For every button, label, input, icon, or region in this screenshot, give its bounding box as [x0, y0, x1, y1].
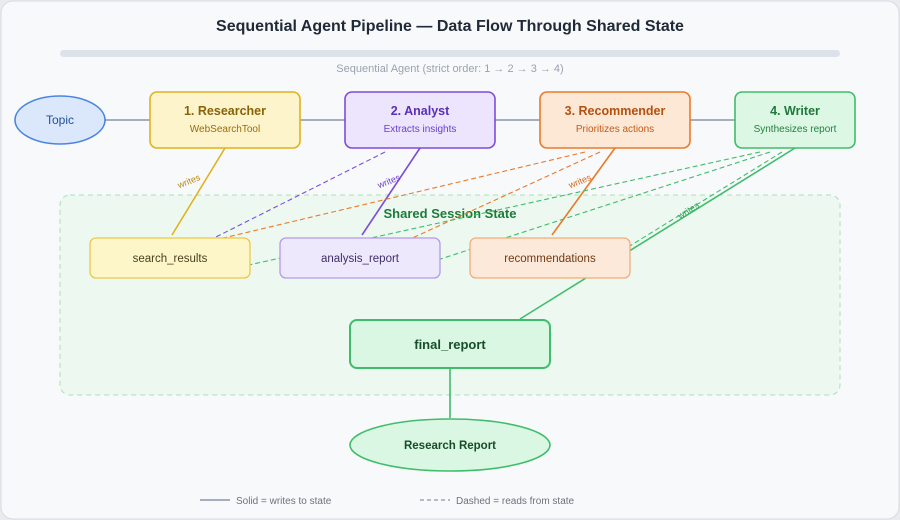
- legend-dashed-label: Dashed = reads from state: [456, 496, 575, 507]
- state-key-final-report[interactable]: final_report: [349, 319, 551, 369]
- read-edge-recommender-analysis: [407, 151, 601, 241]
- agent-researcher[interactable]: 1. Researcher WebSearchTool: [149, 91, 301, 149]
- state-key-search-results-label: search_results: [133, 253, 208, 265]
- state-key-recommendations-label: recommendations: [504, 253, 596, 265]
- output-label: Research Report: [404, 440, 496, 452]
- agent-writer-subtitle: Synthesizes report: [754, 124, 837, 135]
- agent-recommender[interactable]: 3. Recommender Prioritizes actions: [539, 91, 691, 149]
- agent-researcher-box: [149, 91, 301, 149]
- agent-analyst[interactable]: 2. Analyst Extracts insights: [344, 91, 496, 149]
- agent-researcher-subtitle: WebSearchTool: [190, 124, 260, 135]
- topic-node[interactable]: Topic: [14, 95, 106, 145]
- read-edge-recommender-search: [214, 151, 586, 241]
- topic-ellipse: [14, 95, 106, 145]
- shared-state-title: Shared Session State: [384, 206, 517, 221]
- agent-writer-box: [734, 91, 856, 149]
- agent-analyst-box: [344, 91, 496, 149]
- read-edge-writer-search: [189, 151, 761, 279]
- agent-analyst-title: 2. Analyst: [391, 104, 450, 118]
- output-ellipse: [349, 418, 551, 472]
- sequential-bar: [60, 50, 840, 57]
- agent-recommender-title: 3. Recommender: [565, 104, 666, 118]
- state-key-search-results[interactable]: search_results: [89, 237, 251, 279]
- write-edge-researcher: [171, 147, 226, 236]
- state-key-final-report-label: final_report: [414, 337, 486, 352]
- agent-writer[interactable]: 4. Writer Synthesizes report: [734, 91, 856, 149]
- read-edges: [189, 151, 783, 279]
- topic-label: Topic: [46, 113, 74, 127]
- legend-solid-label: Solid = writes to state: [236, 496, 332, 507]
- agent-writer-title: 4. Writer: [770, 104, 820, 118]
- output-node[interactable]: Research Report: [349, 418, 551, 472]
- state-key-analysis-report-box: [279, 237, 441, 279]
- agent-analyst-subtitle: Extracts insights: [384, 124, 457, 135]
- state-key-analysis-report[interactable]: analysis_report: [279, 237, 441, 279]
- state-key-recommendations-box: [469, 237, 631, 279]
- legend: Solid = writes to state Dashed = reads f…: [200, 496, 575, 507]
- diagram-title: Sequential Agent Pipeline — Data Flow Th…: [216, 18, 684, 35]
- state-key-search-results-box: [89, 237, 251, 279]
- agent-recommender-subtitle: Prioritizes actions: [576, 124, 654, 135]
- read-edge-writer-analysis: [381, 151, 771, 279]
- write-edge-writer: [519, 147, 796, 320]
- write-edge-analyst: [361, 147, 421, 236]
- agent-recommender-box: [539, 91, 691, 149]
- state-key-recommendations[interactable]: recommendations: [469, 237, 631, 279]
- agent-researcher-title: 1. Researcher: [184, 104, 266, 118]
- pipeline-label: Sequential Agent (strict order: 1 → 2 → …: [336, 63, 563, 75]
- read-edge-analyst-search: [209, 151, 386, 241]
- state-key-analysis-report-label: analysis_report: [321, 253, 400, 265]
